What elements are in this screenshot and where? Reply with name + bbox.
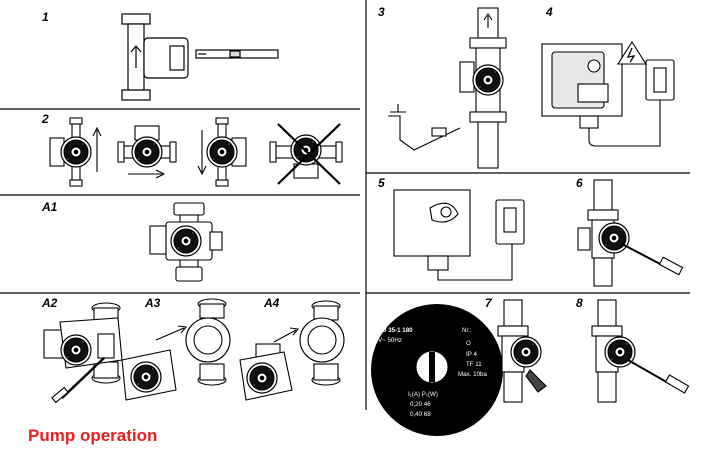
step-a2-illustration: [43, 302, 123, 404]
step-a2-label: A2: [41, 296, 58, 310]
nameplate-voltage: V~ 50Hz: [378, 337, 402, 344]
page-title: Pump operation: [28, 426, 158, 445]
nameplate-model: U 35-1 180: [382, 327, 413, 334]
step-a1-illustration: [149, 202, 223, 282]
nameplate-detail: U 35-1 180 V~ 50Hz Nr.: O IP 4 TF 11 Max…: [371, 304, 503, 436]
step-2-label: 2: [41, 112, 49, 126]
nameplate-ip: IP 4: [466, 351, 477, 358]
step-a1-label: A1: [41, 200, 58, 214]
section-dividers: [0, 0, 690, 410]
nameplate-row2: 0,40 68: [410, 411, 431, 418]
step-a3-label: A3: [144, 296, 161, 310]
nameplate-side: O: [466, 340, 471, 347]
screwdriver-icon: [621, 243, 684, 276]
nameplate-header: I₁(A) P₁(W): [408, 391, 438, 398]
step-8-label: 8: [576, 296, 583, 310]
nameplate-row1: 0,20 46: [410, 401, 431, 408]
step-1-label: 1: [42, 10, 49, 24]
nameplate-max: Max. 10ba: [458, 371, 487, 378]
step-8-illustration: [591, 299, 690, 403]
step-3-illustration: [388, 7, 507, 169]
warning-triangle-icon: [616, 40, 648, 65]
step-7-illustration: [497, 299, 547, 403]
step-a4-label: A4: [263, 296, 280, 310]
step-6-illustration: [577, 179, 684, 287]
step-4-label: 4: [545, 5, 553, 19]
step-6-label: 6: [576, 176, 583, 190]
step-1-illustration: [121, 13, 279, 101]
step-a3-illustration: [121, 298, 231, 401]
step-4-illustration: [541, 40, 675, 147]
step-5-illustration: [393, 189, 525, 281]
step-a4-illustration: [239, 300, 345, 401]
cross-out-icon: [277, 123, 341, 185]
nameplate-tf: TF 11: [466, 361, 482, 368]
step-3-label: 3: [378, 5, 385, 19]
step-2-illustration: [49, 117, 343, 187]
step-7-label: 7: [485, 296, 493, 310]
step-5-label: 5: [378, 176, 385, 190]
nameplate-nr: Nr.:: [462, 327, 472, 334]
